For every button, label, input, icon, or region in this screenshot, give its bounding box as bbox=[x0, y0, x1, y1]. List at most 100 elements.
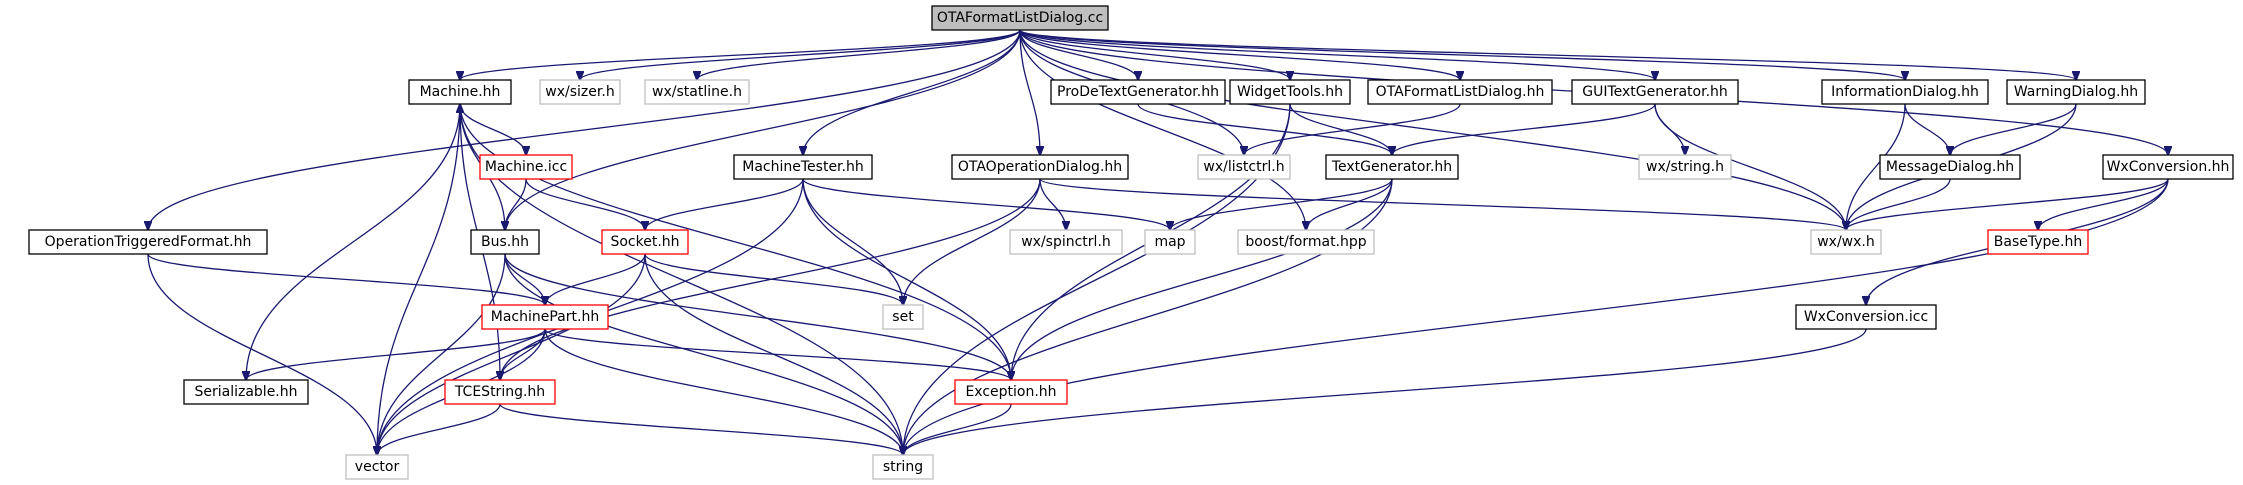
node-optrig[interactable]: OperationTriggeredFormat.hh bbox=[28, 229, 268, 255]
node-label-wxconv_hh: WxConversion.hh bbox=[2107, 159, 2230, 175]
edge-wxconv_hh-to-wx_wx bbox=[1846, 178, 2169, 230]
node-box-otaformatlist_hh bbox=[1367, 79, 1553, 105]
node-machine_icc[interactable]: Machine.icc bbox=[479, 154, 573, 180]
node-basetype[interactable]: BaseType.hh bbox=[1987, 229, 2089, 255]
edge-machinetester-to-exception bbox=[802, 178, 1011, 380]
node-label-wx_spinctrl: wx/spinctrl.h bbox=[1021, 234, 1111, 250]
node-textgen[interactable]: TextGenerator.hh bbox=[1325, 154, 1459, 180]
edge-wxconv_icc-to-string bbox=[903, 328, 1867, 455]
edge-otaop-to-set bbox=[903, 178, 1041, 305]
edge-tcestring-to-string bbox=[499, 403, 903, 455]
edge-infodialog-to-wx_wx bbox=[1846, 103, 1906, 230]
edge-textgen-to-string bbox=[903, 178, 1393, 455]
node-prode[interactable]: ProDeTextGenerator.hh bbox=[1050, 79, 1226, 105]
edge-socket-to-set bbox=[644, 253, 903, 305]
edge-machine_hh-to-machine_icc bbox=[459, 103, 526, 155]
node-otaformatlist_hh[interactable]: OTAFormatListDialog.hh bbox=[1367, 79, 1553, 105]
node-label-otaop: OTAOperationDialog.hh bbox=[958, 159, 1122, 175]
edge-textgen-to-boostformat bbox=[1306, 178, 1393, 230]
node-label-prode: ProDeTextGenerator.hh bbox=[1057, 84, 1219, 100]
edge-otaformatlist_hh-to-wx_listctrl bbox=[1244, 103, 1461, 155]
node-guitext[interactable]: GUITextGenerator.hh bbox=[1571, 79, 1739, 105]
node-bus[interactable]: Bus.hh bbox=[470, 229, 540, 255]
node-box-socket bbox=[601, 229, 689, 255]
edge-otaop-to-tcestring bbox=[500, 178, 1041, 380]
node-label-string: string bbox=[883, 459, 923, 475]
node-box-machine_hh bbox=[408, 79, 512, 105]
edge-wxconv_hh-to-string bbox=[903, 178, 2169, 455]
node-label-machine_icc: Machine.icc bbox=[485, 159, 567, 175]
node-label-wxconv_icc: WxConversion.icc bbox=[1804, 309, 1928, 325]
edge-widgettools-to-textgen bbox=[1289, 103, 1392, 155]
node-box-machinetester bbox=[733, 154, 873, 180]
node-label-tcestring: TCEString.hh bbox=[454, 384, 545, 400]
node-warndialog[interactable]: WarningDialog.hh bbox=[2006, 79, 2146, 105]
node-label-serializable: Serializable.hh bbox=[194, 384, 297, 400]
node-box-wx_sizer bbox=[539, 79, 621, 105]
node-tcestring[interactable]: TCEString.hh bbox=[444, 379, 556, 405]
node-label-map: map bbox=[1154, 234, 1185, 250]
edge-machine_hh-to-serializable bbox=[246, 103, 461, 380]
edge-machinepart-to-serializable bbox=[246, 328, 546, 380]
edge-root-to-boostformat bbox=[1019, 29, 1306, 230]
node-otaop[interactable]: OTAOperationDialog.hh bbox=[951, 154, 1129, 180]
node-label-warndialog: WarningDialog.hh bbox=[2014, 84, 2138, 100]
node-label-guitext: GUITextGenerator.hh bbox=[1582, 84, 1728, 100]
node-box-textgen bbox=[1325, 154, 1459, 180]
node-box-serializable bbox=[183, 379, 309, 405]
node-label-set: set bbox=[892, 309, 914, 325]
node-serializable[interactable]: Serializable.hh bbox=[183, 379, 309, 405]
node-label-wx_wx: wx/wx.h bbox=[1817, 234, 1875, 250]
node-map: map bbox=[1144, 229, 1196, 255]
node-label-wx_sizer: wx/sizer.h bbox=[545, 84, 614, 100]
node-root[interactable]: OTAFormatListDialog.cc bbox=[931, 5, 1109, 31]
node-box-vector bbox=[345, 454, 409, 480]
node-machine_hh[interactable]: Machine.hh bbox=[408, 79, 512, 105]
edge-optrig-to-machinepart bbox=[147, 253, 545, 305]
edge-machine_hh-to-exception bbox=[459, 103, 1011, 380]
node-box-root bbox=[931, 5, 1109, 31]
node-box-wx_statline bbox=[644, 79, 750, 105]
node-machinetester[interactable]: MachineTester.hh bbox=[733, 154, 873, 180]
edge-otaop-to-wx_wx bbox=[1039, 178, 1846, 230]
node-box-otaop bbox=[951, 154, 1129, 180]
node-box-prode bbox=[1050, 79, 1226, 105]
node-box-wx_string bbox=[1638, 154, 1732, 180]
node-socket[interactable]: Socket.hh bbox=[601, 229, 689, 255]
node-label-msgdialog: MessageDialog.hh bbox=[1886, 159, 2014, 175]
node-box-guitext bbox=[1571, 79, 1739, 105]
edge-root-to-optrig bbox=[148, 29, 1021, 230]
edge-prode-to-textgen bbox=[1137, 103, 1392, 155]
node-machinepart[interactable]: MachinePart.hh bbox=[481, 304, 609, 330]
node-wxconv_icc[interactable]: WxConversion.icc bbox=[1795, 304, 1937, 330]
node-label-machinetester: MachineTester.hh bbox=[742, 159, 863, 175]
node-label-vector: vector bbox=[355, 459, 400, 475]
edge-bus-to-string bbox=[504, 253, 903, 455]
node-label-wx_statline: wx/statline.h bbox=[652, 84, 742, 100]
node-label-wx_listctrl: wx/listctrl.h bbox=[1203, 159, 1284, 175]
node-box-exception bbox=[954, 379, 1068, 405]
node-label-textgen: TextGenerator.hh bbox=[1331, 159, 1452, 175]
node-label-socket: Socket.hh bbox=[610, 234, 679, 250]
edge-bus-to-vector bbox=[377, 253, 506, 455]
node-wxconv_hh[interactable]: WxConversion.hh bbox=[2102, 154, 2234, 180]
edge-socket-to-machinepart bbox=[545, 253, 646, 305]
node-msgdialog[interactable]: MessageDialog.hh bbox=[1879, 154, 2021, 180]
node-set: set bbox=[882, 304, 924, 330]
graph-edges bbox=[147, 29, 2169, 455]
edge-root-to-otaop bbox=[1019, 29, 1040, 155]
node-box-bus bbox=[470, 229, 540, 255]
node-label-otaformatlist_hh: OTAFormatListDialog.hh bbox=[1376, 84, 1545, 100]
edge-root-to-machine_hh bbox=[460, 29, 1021, 80]
node-exception[interactable]: Exception.hh bbox=[954, 379, 1068, 405]
edge-root-to-machinetester bbox=[803, 29, 1021, 155]
edge-machinetester-to-socket bbox=[645, 178, 804, 230]
node-label-widgettools: WidgetTools.hh bbox=[1237, 84, 1343, 100]
edge-root-to-prode bbox=[1019, 29, 1138, 80]
edge-root-to-bus bbox=[505, 29, 1021, 230]
edge-bus-to-exception bbox=[504, 253, 1011, 380]
edge-machinepart-to-exception bbox=[544, 328, 1011, 380]
node-infodialog[interactable]: InformationDialog.hh bbox=[1821, 79, 1989, 105]
node-widgettools[interactable]: WidgetTools.hh bbox=[1229, 79, 1351, 105]
